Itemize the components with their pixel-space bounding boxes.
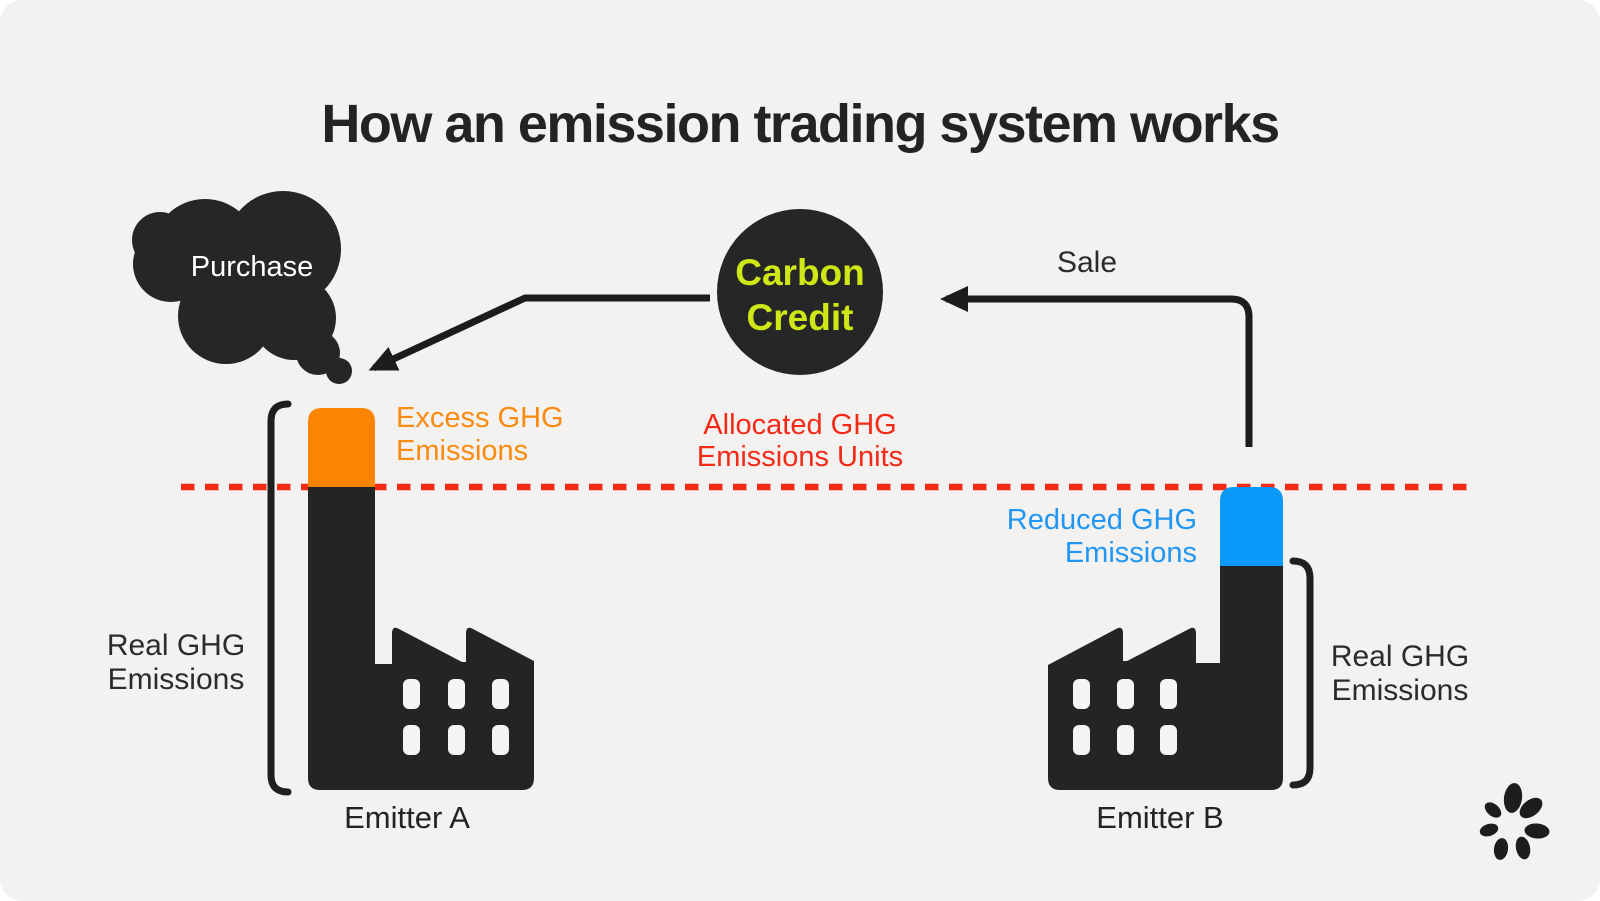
excess-ghg-label: Excess GHG Emissions xyxy=(396,402,564,467)
allocated-ghg-units-label: Allocated GHG Emissions Units xyxy=(696,409,904,473)
sale-label: Sale xyxy=(1056,246,1118,279)
emitter-a-label: Emitter A xyxy=(344,800,470,835)
bracket-a-icon xyxy=(267,400,292,796)
factory-b-icon xyxy=(1048,487,1283,790)
real-ghg-emitter-a-label: Real GHG Emissions xyxy=(106,629,246,696)
factory-a-icon xyxy=(308,408,534,790)
purchase-label: Purchase xyxy=(190,251,314,283)
sale-arrow-icon xyxy=(940,286,1253,447)
bracket-b-icon xyxy=(1289,557,1314,789)
brand-logo-icon xyxy=(1479,783,1550,860)
carbon-credit-label: Carbon Credit xyxy=(735,252,865,338)
reduced-ghg-label: Reduced GHG Emissions xyxy=(1006,504,1197,569)
smoke-cloud-icon xyxy=(132,191,352,384)
emitter-b-label: Emitter B xyxy=(1096,800,1224,835)
page-title: How an emission trading system works xyxy=(321,94,1280,154)
real-ghg-emitter-b-label: Real GHG Emissions xyxy=(1330,640,1470,707)
factory-a-excess-chimney-cap xyxy=(308,408,375,487)
factory-b-reduced-chimney-cap xyxy=(1220,487,1283,566)
carbon-credit-circle xyxy=(717,209,883,375)
purchase-arrow-icon xyxy=(368,294,710,372)
